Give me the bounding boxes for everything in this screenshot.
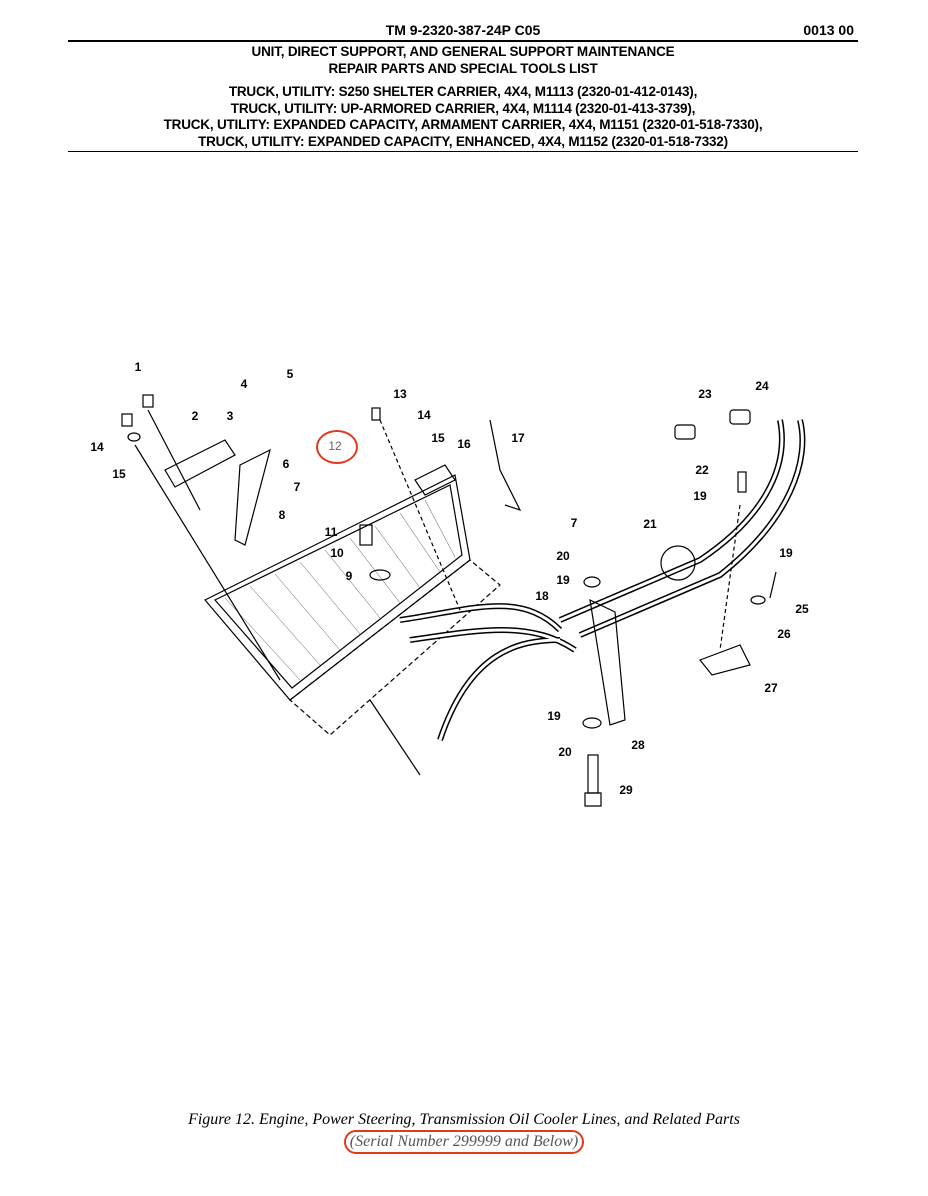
- callout: 14: [417, 408, 431, 422]
- vehicle-line: TRUCK, UTILITY: EXPANDED CAPACITY, ENHAN…: [198, 133, 728, 149]
- callout: 6: [282, 457, 290, 471]
- callout: 25: [795, 602, 809, 616]
- caption-title: Figure 12. Engine, Power Steering, Trans…: [188, 1111, 740, 1128]
- callout: 1: [134, 360, 142, 374]
- callout: 27: [764, 681, 778, 695]
- header-rule: [68, 40, 858, 42]
- vehicle-line: TRUCK, UTILITY: EXPANDED CAPACITY, ARMAM…: [163, 117, 763, 132]
- callout: 3: [226, 409, 234, 423]
- title-rule: [68, 151, 858, 152]
- callout: 17: [511, 431, 525, 445]
- callout: 4: [240, 377, 248, 391]
- callout: 20: [558, 745, 572, 759]
- callout: 2: [191, 409, 199, 423]
- callout: 7: [570, 516, 578, 530]
- callout: 15: [112, 467, 126, 481]
- callout: 28: [631, 738, 645, 752]
- callout: 19: [693, 489, 707, 503]
- page-header: TM 9-2320-387-24P C05 0013 00: [68, 22, 858, 40]
- callout: 7: [293, 480, 301, 494]
- page-number: 0013 00: [803, 22, 854, 38]
- callout: 10: [330, 546, 344, 560]
- callout: 9: [345, 569, 353, 583]
- oil-cooler: [204, 474, 501, 736]
- vehicle-line: TRUCK, UTILITY: UP-ARMORED CARRIER, 4X4,…: [230, 100, 696, 116]
- callout: 15: [431, 431, 445, 445]
- callout: 20: [556, 549, 570, 563]
- callout: 19: [556, 573, 570, 587]
- title-line: REPAIR PARTS AND SPECIAL TOOLS LIST: [328, 60, 598, 76]
- callout-highlighted: 12: [328, 439, 342, 453]
- callout: 19: [779, 546, 793, 560]
- callout: 26: [777, 627, 791, 641]
- callout: 8: [278, 508, 286, 522]
- document-title: UNIT, DIRECT SUPPORT, AND GENERAL SUPPOR…: [68, 44, 858, 150]
- tm-number: TM 9-2320-387-24P C05: [385, 22, 541, 38]
- vehicle-line: TRUCK, UTILITY: S250 SHELTER CARRIER, 4X…: [228, 84, 698, 99]
- callout: 29: [619, 783, 633, 797]
- highlight-circle: [316, 430, 358, 464]
- hardware: [121, 394, 777, 807]
- callout: 11: [324, 525, 338, 539]
- callout: 23: [698, 387, 712, 401]
- callout: 22: [695, 463, 709, 477]
- caption-subtitle: (Serial Number 299999 and Below): [343, 1130, 585, 1154]
- callout: 16: [457, 437, 471, 451]
- figure-caption: Figure 12. Engine, Power Steering, Trans…: [0, 1110, 928, 1154]
- callout: 13: [393, 387, 407, 401]
- callout: 19: [547, 709, 561, 723]
- callout: 24: [755, 379, 769, 393]
- callout: 18: [535, 589, 549, 603]
- callout: 21: [643, 517, 657, 531]
- callout: 14: [90, 440, 104, 454]
- title-line: UNIT, DIRECT SUPPORT, AND GENERAL SUPPOR…: [251, 44, 675, 59]
- callout: 5: [286, 367, 294, 381]
